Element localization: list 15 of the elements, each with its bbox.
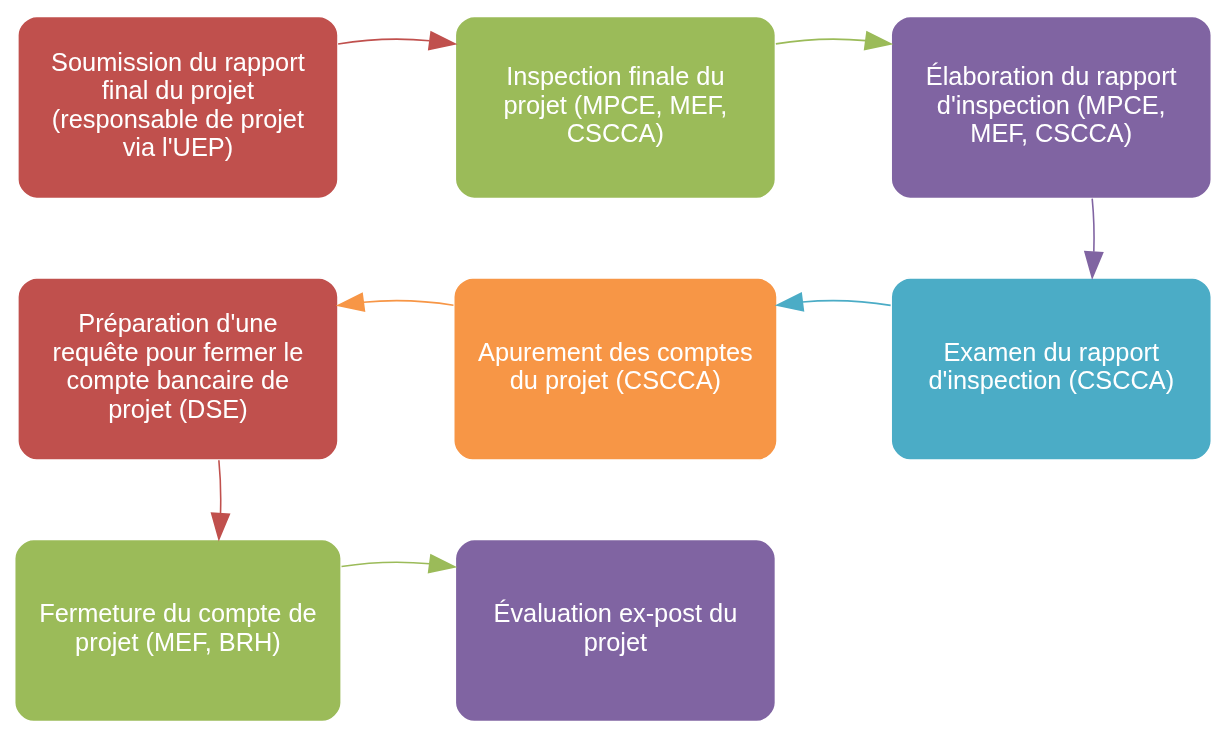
arrow (1083, 197, 1104, 280)
node-box: Soumission du rapport final du projet (responsable de projet via l'UEP) (17, 15, 339, 199)
node-box: Élaboration du rapport d'inspection (MPCE, MEF, CSCCA) (890, 15, 1213, 199)
node-box: Examen du rapport d'inspection (CSCCA) (890, 276, 1213, 461)
node-box: Inspection finale du projet (MPCE, MEF, CSCCA) (454, 15, 777, 199)
node-box: Apurement des comptes du projet (CSCCA) (452, 276, 778, 461)
arrow (210, 458, 231, 541)
node-box: Fermeture du compte de projet (MEF, BRH) (13, 538, 342, 722)
arrow (775, 30, 894, 50)
node-box: Préparation d'une requête pour fermer le compte bancaire de projet (DSE) (17, 276, 339, 461)
arrow (340, 553, 458, 574)
arrow (337, 30, 458, 51)
arrow (335, 291, 455, 312)
arrow (774, 291, 892, 312)
node-box: Évaluation ex-post du projet (454, 538, 777, 722)
